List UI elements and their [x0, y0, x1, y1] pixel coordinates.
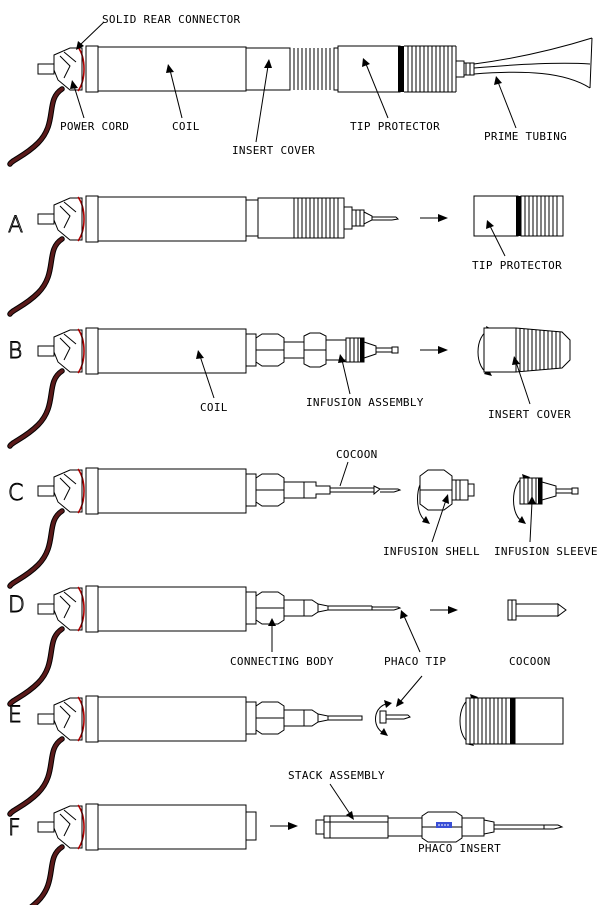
phaco-insert — [315, 811, 564, 843]
label-solid-rear-connector: SOLID REAR CONNECTOR — [102, 13, 241, 26]
full-handpiece-assembly — [10, 37, 593, 164]
label-cocoon-d: COCOON — [509, 655, 551, 668]
label-insert-cover-b: INSERT COVER — [488, 408, 571, 421]
infusion-sleeve — [513, 474, 579, 524]
step-f-handpiece — [10, 804, 257, 905]
label-coil-top: COIL — [172, 120, 200, 133]
cocoon-d — [507, 599, 567, 621]
label-coil-b: COIL — [200, 401, 228, 414]
phaco-tip-e — [375, 700, 411, 736]
step-d-handpiece — [10, 586, 402, 704]
label-prime-tubing: PRIME TUBING — [484, 130, 567, 143]
step-label-f: F — [8, 816, 21, 841]
label-tip-protector-a: TIP PROTECTOR — [472, 259, 562, 272]
step-c-handpiece — [10, 468, 402, 586]
label-insert-cover-top: INSERT COVER — [232, 144, 315, 157]
tip-protector-a — [473, 195, 564, 237]
label-connecting-body: CONNECTING BODY — [230, 655, 334, 668]
step-label-b: B — [8, 339, 22, 364]
insert-cover-e — [459, 694, 564, 746]
step-e-handpiece — [10, 696, 363, 814]
label-infusion-shell: INFUSION SHELL — [383, 545, 480, 558]
label-infusion-sleeve: INFUSION SLEEVE — [494, 545, 598, 558]
step-label-e: E — [8, 703, 22, 728]
label-phaco-insert: PHACO INSERT — [418, 842, 501, 855]
step-label-c: C — [8, 481, 23, 506]
label-phaco-tip-d: PHACO TIP — [384, 655, 446, 668]
step-b-handpiece — [10, 328, 399, 446]
label-tip-protector-top: TIP PROTECTOR — [350, 120, 440, 133]
label-infusion-assembly: INFUSION ASSEMBLY — [306, 396, 424, 409]
label-cocoon-c: COCOON — [336, 448, 378, 461]
label-power-cord: POWER CORD — [60, 120, 129, 133]
step-label-d: D — [8, 593, 25, 618]
label-stack-assembly: STACK ASSEMBLY — [288, 769, 385, 782]
insert-cover-b — [477, 326, 571, 376]
step-a-handpiece — [10, 196, 400, 314]
step-label-a: A — [8, 213, 23, 238]
